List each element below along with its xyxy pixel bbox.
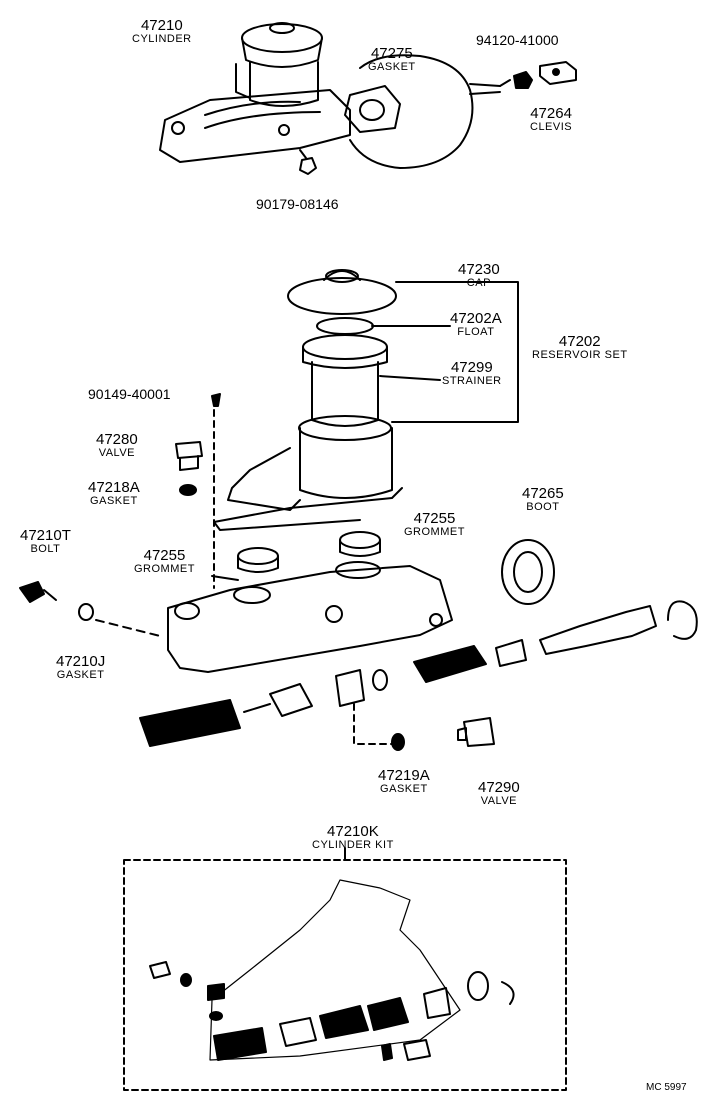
master-cylinder-body — [167, 565, 453, 673]
seal-middle — [372, 669, 388, 691]
part-name: GASKET — [380, 783, 428, 795]
part-name: GASKET — [90, 495, 138, 507]
reservoir-body — [299, 427, 393, 499]
valve-47280 — [175, 441, 203, 459]
part-number: 47219A — [378, 767, 430, 784]
label-47230: 47230 CAP — [458, 262, 500, 289]
label-47210J: 47210J GASKET — [56, 654, 105, 681]
part-number: 47264 — [530, 105, 572, 122]
float — [316, 317, 374, 335]
label-47218A: 47218A GASKET — [88, 480, 140, 507]
cylinder-kit-box — [123, 859, 567, 1091]
top-cylinder-assembly — [159, 22, 577, 175]
label-47255-left: 47255 GROMMET — [134, 548, 195, 575]
part-name: CYLINDER — [132, 33, 192, 45]
label-47210: 47210 CYLINDER — [132, 18, 192, 45]
part-name: BOLT — [30, 543, 61, 555]
screw-90149 — [211, 393, 221, 407]
top-reservoir-cap — [241, 23, 323, 53]
part-name: GROMMET — [134, 563, 195, 575]
brake-booster — [349, 54, 474, 169]
label-47265: 47265 BOOT — [522, 486, 564, 513]
part-number: 47210K — [327, 823, 379, 840]
label-90149-40001: 90149-40001 — [88, 386, 171, 402]
cylinder-kit — [123, 847, 567, 1091]
clevis — [539, 61, 577, 85]
label-47275: 47275 GASKET — [368, 46, 416, 73]
valve-47290 — [463, 717, 495, 747]
part-number: 47210T — [20, 527, 71, 544]
gasket-47210J — [78, 603, 94, 621]
label-47219A: 47219A GASKET — [378, 768, 430, 795]
bolt-47210T — [19, 581, 45, 603]
label-47290: 47290 VALVE — [478, 780, 520, 807]
part-name: STRAINER — [442, 375, 502, 387]
boot — [501, 539, 555, 605]
label-47202: 47202 RESERVOIR SET — [532, 334, 628, 361]
spring-upper — [413, 645, 487, 683]
part-name: CAP — [466, 277, 491, 289]
gasket-47219A — [391, 733, 405, 751]
strainer-ring — [302, 334, 388, 360]
part-number: 47290 — [478, 779, 520, 796]
diagram-code: MC 5997 — [646, 1082, 687, 1093]
nut-90179 — [299, 157, 317, 175]
snap-ring — [667, 600, 698, 640]
part-number: 47255 — [413, 510, 456, 527]
label-94120-41000: 94120-41000 — [476, 32, 559, 48]
part-name: GASKET — [368, 61, 416, 73]
grommet-left — [237, 547, 279, 565]
master-cylinder-assembly — [19, 409, 698, 751]
part-number: 47202A — [450, 310, 502, 327]
part-name: CYLINDER KIT — [312, 839, 394, 851]
part-number: 47218A — [88, 479, 140, 496]
part-name: VALVE — [98, 447, 136, 459]
booster-rod — [469, 83, 501, 95]
part-number: 47275 — [370, 45, 413, 62]
strainer-body — [311, 361, 379, 427]
label-47210K: 47210K CYLINDER KIT — [312, 824, 394, 851]
part-name: RESERVOIR SET — [532, 349, 628, 361]
label-90179-08146: 90179-08146 — [256, 196, 339, 212]
piston-right — [539, 605, 657, 655]
label-47299: 47299 STRAINER — [442, 360, 502, 387]
nut-94120 — [513, 71, 533, 89]
reservoir-cap — [287, 277, 397, 315]
label-47264: 47264 CLEVIS — [530, 106, 572, 133]
spring-lower — [139, 699, 241, 747]
part-name: GASKET — [56, 669, 105, 681]
part-name: CLEVIS — [530, 121, 573, 133]
label-47202A: 47202A FLOAT — [450, 311, 502, 338]
label-47280: 47280 VALVE — [96, 432, 138, 459]
top-cylinder-body — [159, 89, 351, 163]
label-47255-right: 47255 GROMMET — [404, 511, 465, 538]
part-number: 47202 — [558, 333, 601, 350]
grommet-right — [339, 531, 381, 549]
part-number: 47210 — [140, 17, 183, 34]
part-number: 47299 — [450, 359, 493, 376]
reservoir-assembly — [175, 269, 519, 531]
part-number: 47265 — [522, 485, 564, 502]
part-number: 47230 — [458, 261, 500, 278]
part-name: GROMMET — [404, 526, 465, 538]
top-reservoir-body — [249, 61, 319, 107]
part-number: 47255 — [143, 547, 186, 564]
part-name: FLOAT — [457, 326, 495, 338]
label-47210T: 47210T BOLT — [20, 528, 71, 555]
part-name: VALVE — [480, 795, 518, 807]
part-name: BOOT — [526, 501, 560, 513]
top-gasket — [344, 85, 401, 133]
kit-silhouette — [209, 879, 461, 1061]
part-number: 47280 — [96, 431, 138, 448]
part-number: 47210J — [56, 653, 106, 670]
gasket-47218A — [179, 484, 197, 496]
